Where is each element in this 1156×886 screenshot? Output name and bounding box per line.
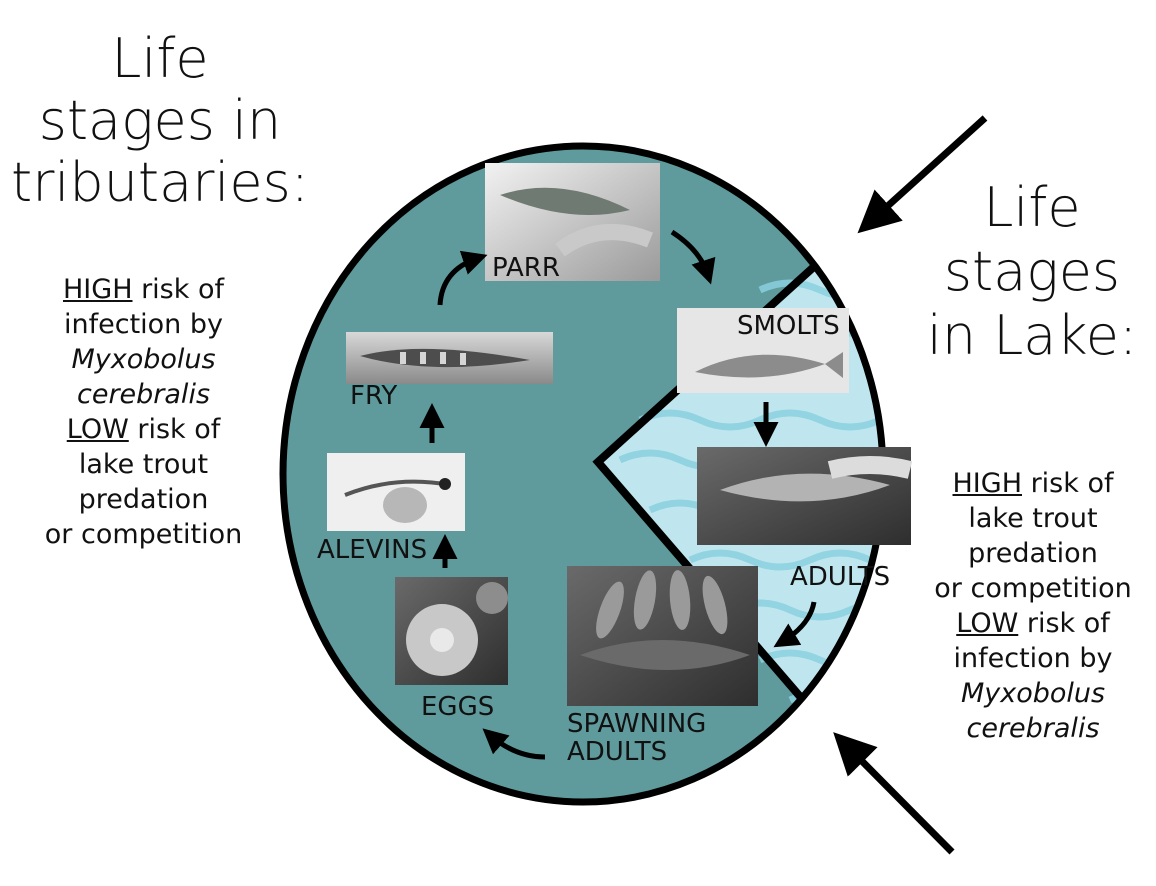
eggs-photo <box>395 577 508 685</box>
stage-label-spawning-2: ADULTS <box>567 737 667 767</box>
stage-label-eggs: EGGS <box>421 692 494 722</box>
stage-label-smolts: SMOLTS <box>737 311 840 341</box>
stage-label-spawning-1: SPAWNING <box>567 709 706 739</box>
stage-label-alevins: ALEVINS <box>317 535 427 565</box>
alevins-photo <box>327 453 465 531</box>
stage-label-fry: FRY <box>350 381 397 411</box>
adults-photo <box>697 447 911 545</box>
arrow-pointer-top <box>870 118 985 222</box>
stage-label-adults: ADULTS <box>790 562 890 592</box>
arrow-pointer-bottom <box>845 744 952 852</box>
stage-label-parr: PARR <box>492 253 560 283</box>
spawning-adults-photo <box>567 566 758 706</box>
fry-photo <box>346 332 553 384</box>
